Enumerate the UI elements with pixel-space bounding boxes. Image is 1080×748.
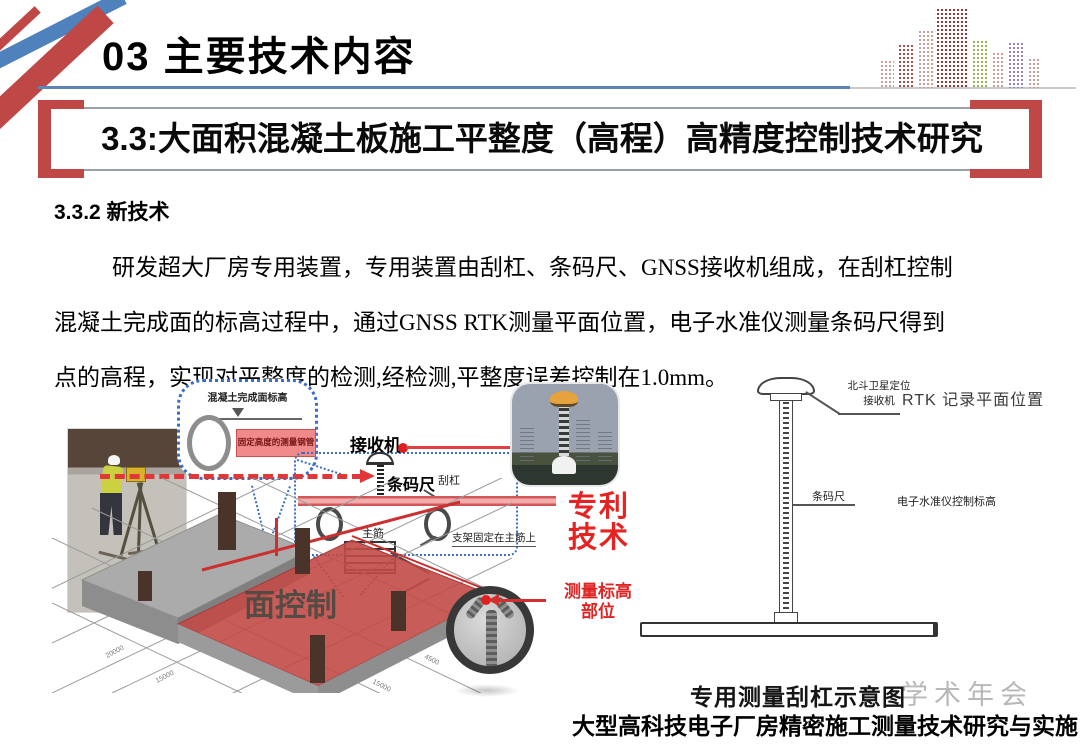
isometric-slab-diagram: 面控制 20000 15000 15000 4500 1500 bbox=[52, 478, 512, 693]
measure-label-line1: 测量标高 bbox=[564, 582, 632, 601]
patent-technology-label: 专利 技术 bbox=[556, 491, 642, 555]
watermark-text: 学术年会 bbox=[901, 680, 1033, 710]
building-icon bbox=[898, 44, 914, 88]
patent-line2: 技术 bbox=[567, 522, 630, 555]
dim-label: 15000 bbox=[155, 670, 176, 685]
header-divider-blue bbox=[38, 86, 850, 89]
worker-helmet bbox=[108, 455, 120, 465]
barcode-pattern bbox=[783, 402, 789, 610]
banner-title: 3.3:大面积混凝土板施工平整度（高程）高精度控制技术研究 bbox=[101, 120, 983, 157]
building-icon bbox=[972, 40, 989, 88]
barcode-pole-drawing bbox=[779, 400, 793, 614]
building-icon bbox=[936, 8, 968, 88]
gray-slab-left-face bbox=[82, 580, 178, 644]
measure-arrowhead bbox=[488, 594, 499, 606]
barcode-ruler-label-right: 条码尺 bbox=[812, 491, 845, 503]
red-slab-front-face bbox=[178, 624, 318, 693]
device-pole-icon bbox=[559, 402, 569, 460]
dim-label: 20000 bbox=[105, 645, 126, 660]
banner-bracket-right bbox=[970, 100, 1042, 178]
banner-line-bottom bbox=[46, 169, 1036, 171]
callout-shadow bbox=[454, 684, 520, 697]
worker-helmet bbox=[552, 456, 576, 474]
dimension-line bbox=[202, 418, 302, 420]
measure-point-label: 测量标高 部位 bbox=[546, 582, 650, 621]
sight-line-dashed-arrow bbox=[100, 474, 362, 479]
paragraph: 研发超大厂房专用装置，专用装置由刮杠、条码尺、GNSS接收机组成，在刮杠控制 混… bbox=[54, 240, 1036, 405]
scraper-bar-section bbox=[298, 496, 556, 506]
paragraph-line: 研发超大厂房专用装置，专用装置由刮杠、条码尺、GNSS接收机组成，在刮杠控制 bbox=[112, 255, 953, 280]
leader-line bbox=[793, 504, 855, 506]
dim-label: 4500 bbox=[423, 654, 440, 667]
patent-device-photo bbox=[512, 384, 618, 485]
section-title: 03 主要技术内容 bbox=[102, 35, 416, 79]
buildings-decoration bbox=[868, 4, 1073, 88]
building-icon bbox=[1028, 58, 1041, 88]
measure-label-line2: 部位 bbox=[581, 601, 615, 621]
banner-bracket-left bbox=[38, 100, 84, 178]
beidou-label-line2: 接收机 bbox=[863, 394, 895, 407]
receiver-label: 接收机 bbox=[350, 436, 401, 455]
barcode-ruler-label: 条码尺 bbox=[387, 477, 436, 494]
patent-line1: 专利 bbox=[567, 491, 630, 523]
scraper-handle-line bbox=[275, 518, 278, 556]
sight-line-arrowhead bbox=[360, 469, 375, 483]
elevation-mark-icon bbox=[232, 408, 244, 417]
iso-columns bbox=[138, 492, 406, 683]
bracket-note-label: 支架固定在主筋上 bbox=[452, 530, 536, 547]
bubble-label: 混凝土完成面标高 bbox=[207, 393, 288, 404]
beidou-receiver-label: 北斗卫星定位 接收机 bbox=[843, 379, 915, 408]
building-icon bbox=[992, 52, 1005, 88]
leader-line bbox=[838, 413, 900, 415]
subsection-title: 3.3.2 新技术 bbox=[54, 201, 170, 224]
paragraph-line: 点的高程，实现对平整度的检测,经检测,平整度误差控制在1.0mm。 bbox=[54, 365, 729, 390]
transmission-tower-icon bbox=[520, 426, 534, 464]
building-icon bbox=[1008, 42, 1025, 88]
building-icon bbox=[880, 60, 894, 88]
transmission-tower-icon bbox=[598, 432, 612, 464]
barcode-pole-icon bbox=[377, 465, 384, 498]
measure-arrow-line bbox=[498, 599, 546, 602]
scraper-guide-line bbox=[201, 500, 461, 572]
link-line-to-photo bbox=[406, 446, 514, 449]
pipe-section-icon bbox=[187, 415, 231, 471]
surface-control-label: 面控制 bbox=[244, 588, 337, 623]
diagram-caption: 专用测量刮杠示意图 bbox=[690, 684, 906, 710]
rtk-label: RTK 记录平面位置 bbox=[902, 392, 1045, 409]
measure-point-dot bbox=[481, 595, 491, 605]
transmission-tower-icon bbox=[576, 420, 590, 464]
scraper-bar-drawing bbox=[640, 622, 938, 637]
device-dome-icon bbox=[550, 391, 578, 407]
beidou-label-line1: 北斗卫星定位 bbox=[847, 380, 911, 392]
link-dot bbox=[398, 443, 408, 453]
building-icon bbox=[918, 30, 933, 88]
footer-title: 大型高科技电子厂房精密施工测量技术研究与实施 bbox=[572, 713, 1078, 739]
electronic-level-label: 电子水准仪控制标高 bbox=[897, 496, 996, 508]
banner-line-top bbox=[46, 107, 1036, 109]
header-divider-gray bbox=[850, 87, 1076, 89]
rebar-icon bbox=[486, 610, 497, 666]
paragraph-line: 混凝土完成面的标高过程中，通过GNSS RTK测量平面位置，电子水准仪测量条码尺… bbox=[54, 310, 946, 335]
scraper-label: 刮杠 bbox=[438, 475, 460, 487]
